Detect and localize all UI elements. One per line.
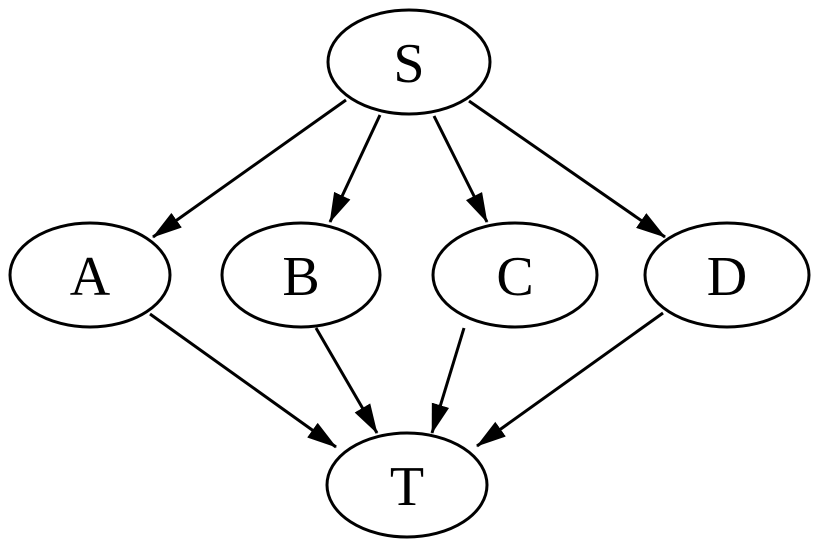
node-ellipse-D <box>643 221 811 329</box>
node-T: T <box>325 431 489 539</box>
node-ellipse-T <box>325 431 489 539</box>
node-B: B <box>220 221 382 329</box>
node-label-S: S <box>393 33 424 95</box>
edge-B-T <box>314 327 379 434</box>
edge-D-T <box>476 311 664 448</box>
node-label-C: C <box>496 246 533 308</box>
edge-S-A <box>152 98 347 239</box>
node-S: S <box>326 8 492 116</box>
node-label-B: B <box>282 246 319 308</box>
node-ellipse-B <box>220 221 382 329</box>
node-A: A <box>8 221 172 329</box>
edge-S-C <box>432 115 489 223</box>
node-ellipse-S <box>326 8 492 116</box>
nodes-layer: S A B C D T <box>8 8 811 539</box>
node-label-D: D <box>707 246 747 308</box>
node-label-T: T <box>390 456 424 518</box>
node-ellipse-A <box>8 221 172 329</box>
edge-S-B <box>328 114 382 223</box>
edge-A-T <box>149 312 337 449</box>
node-label-A: A <box>70 246 111 308</box>
edge-C-T <box>430 327 466 434</box>
node-C: C <box>431 221 599 329</box>
edge-S-D <box>468 99 666 239</box>
node-ellipse-C <box>431 221 599 329</box>
edges-layer <box>149 98 666 449</box>
node-D: D <box>643 221 811 329</box>
